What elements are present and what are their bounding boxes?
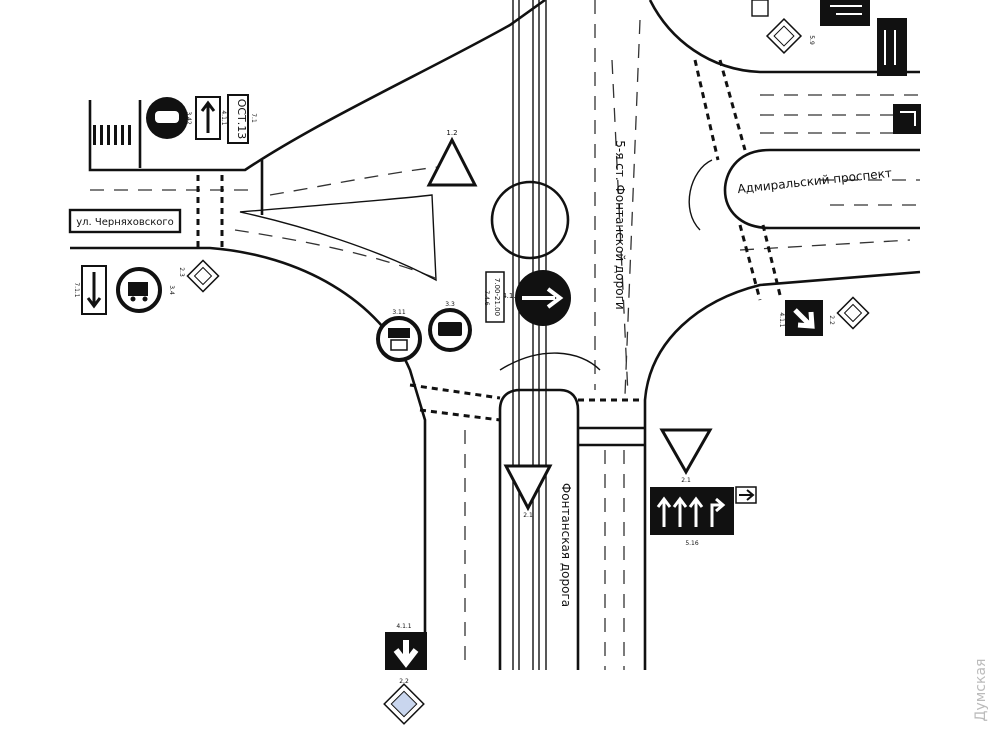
road-edge-nw (88, 0, 546, 172)
bus-prohibition-sign (428, 308, 472, 352)
stop-circle (490, 180, 570, 260)
right-arrow-code: 4.1.1 (778, 312, 785, 327)
left-diamond-code: 2.3 (178, 267, 185, 277)
traffic-island (239, 194, 437, 282)
street-name-chernyakhovskogo: ул. Черняховского (76, 217, 174, 228)
mid-bus2-code: 3.3 (445, 301, 455, 308)
priority-diamond-left (186, 259, 220, 293)
down-arrow-code: 4.1.1 (396, 623, 411, 630)
lane-direction-board (650, 486, 757, 535)
zebra-nw (93, 125, 131, 145)
mid-bus-code: 3.11 (392, 309, 406, 316)
tram-tracks (512, 0, 547, 670)
warning-triangle-sign: 1.2 (426, 129, 478, 187)
priority-diamond-bottom (383, 683, 425, 725)
street-name-admiralsky: Адмиральский проспект (737, 166, 893, 196)
bus-stop-sign-group: ОСТ.13 (146, 94, 249, 144)
center-time-code: 7.4.6 (483, 290, 490, 305)
truck-prohibition-sign (116, 267, 162, 313)
top-yield-code: 1.2 (446, 129, 457, 137)
bus-plate-code: 4.1.1 (220, 110, 227, 125)
yield-sign-center: 2.1 (503, 464, 553, 519)
street-name-fontanskaya: Фонтанская дорога (559, 483, 573, 607)
road-edge-ne (648, 0, 920, 74)
bottom-diamond-code: 2.2 (399, 678, 409, 685)
left-arrow-plate (81, 265, 107, 315)
left-arrow-code: 7.1.1 (73, 282, 80, 297)
street-name-fontanskaya-5st: 5-я ст. Фонтанской дороги (613, 140, 627, 309)
center-arrow-code: 4.1.2 (502, 292, 520, 300)
time-plate: 7.00-21.00 (485, 271, 505, 323)
road-edge-se (643, 270, 921, 670)
center-direction-sign: 4.1.2 (502, 270, 571, 326)
right-yield-code: 2.1 (681, 477, 691, 484)
priority-diamond-right (836, 296, 870, 330)
lane-board-code: 5.16 (685, 540, 699, 547)
crosswalks (93, 59, 782, 422)
truck-sign-code: 3.4 (168, 285, 175, 295)
yield-sign-right (659, 428, 713, 476)
lane-boards-top-right (820, 0, 921, 134)
bus-stop-plate-text: ОСТ.13 (235, 99, 248, 140)
median-south (498, 388, 580, 670)
watermark: Думская (973, 659, 989, 722)
street-plate-chernyakhovskogo: ул. Черняховского (68, 208, 182, 234)
time-plate-text: 7.00-21.00 (493, 278, 501, 316)
median-admiralsky (723, 148, 920, 230)
bus-lane-sign (376, 316, 422, 362)
center-yield-code: 2.1 (523, 512, 533, 519)
right-diamond-code: 2.2 (828, 315, 835, 325)
top-right-diamond-code: 5.9 (808, 35, 815, 45)
bus-top-code: 3.42 (185, 111, 192, 125)
road-edge-sw (70, 246, 427, 670)
bus-plate-code-2: 7.1 (250, 113, 257, 123)
right-arrow-sign (785, 300, 823, 336)
priority-diamond-top-right (751, 0, 803, 55)
road-edges (70, 0, 921, 670)
down-arrow-sign (385, 632, 427, 670)
